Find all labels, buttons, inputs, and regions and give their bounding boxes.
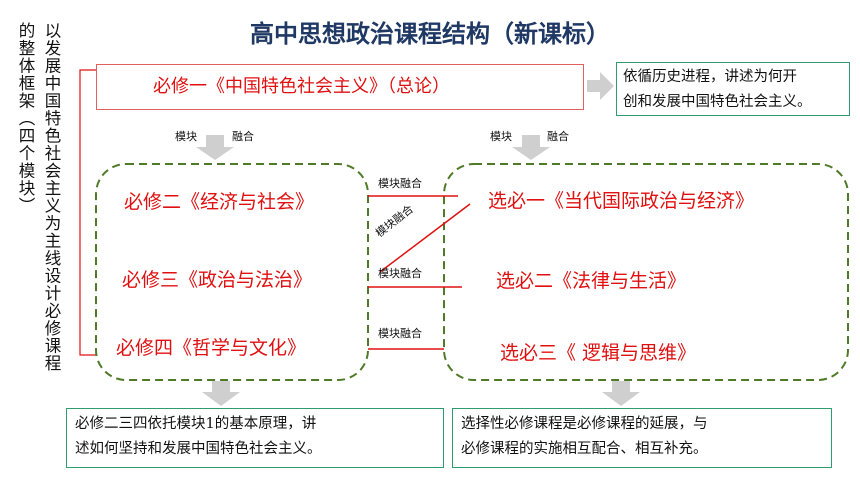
vertical-text-col1: 以发展中国特色社会主义为主线设计必修课程 <box>42 22 61 372</box>
required-course-2: 必修二《经济与社会》 <box>124 191 315 213</box>
down-arrow-left-bottom <box>202 381 240 406</box>
bottom-right-line2: 必修课程的实施相互配合、相互补充。 <box>461 441 708 457</box>
arrow-label-right-merge: 融合 <box>547 130 569 143</box>
top-note-line2: 创和发展中国特色社会主义。 <box>623 94 812 110</box>
required-group-border <box>95 163 369 381</box>
link-label-1: 模块融合 <box>378 177 422 190</box>
top-box-label: 必修一《中国特色社会主义》（总论） <box>153 76 450 97</box>
link-label-2: 模块融合 <box>378 267 422 280</box>
bottom-left-note: 必修二三四依托模块1的基本原理，讲 述如何坚持和发展中国特色社会主义。 <box>66 408 444 468</box>
elective-course-2: 选必二《法律与生活》 <box>496 270 687 292</box>
top-note-line1: 依循历史进程，讲述为何开 <box>623 69 797 85</box>
right-arrow-top <box>587 72 614 100</box>
elective-group-border <box>443 163 849 381</box>
link-line-diag <box>379 203 471 273</box>
bottom-left-line2: 述如何坚持和发展中国特色社会主义。 <box>75 441 322 457</box>
bottom-right-line1: 选择性必修课程是必修课程的延展，与 <box>461 416 708 432</box>
required-course-3: 必修三《政治与法治》 <box>122 269 313 291</box>
arrow-label-left-merge: 融合 <box>232 130 254 143</box>
page-title: 高中思想政治课程结构（新课标） <box>250 20 610 48</box>
down-arrow-right-top <box>512 135 550 160</box>
bottom-left-line1: 必修二三四依托模块1的基本原理，讲 <box>75 416 317 432</box>
elective-course-3: 选必三《 逻辑与思维》 <box>500 342 697 364</box>
link-label-3: 模块融合 <box>378 327 422 340</box>
arrow-label-left-module: 模块 <box>175 130 197 143</box>
left-bracket <box>79 69 96 356</box>
bottom-right-note: 选择性必修课程是必修课程的延展，与 必修课程的实施相互配合、相互补充。 <box>452 408 832 468</box>
required-course-4: 必修四《哲学与文化》 <box>116 337 307 359</box>
vertical-text-col2: 的整体框架（四个模块） <box>16 22 35 215</box>
top-box: 必修一《中国特色社会主义》（总论） <box>96 64 584 110</box>
elective-course-1: 选必一《当代国际政治与经济》 <box>488 190 755 212</box>
top-note: 依循历史进程，讲述为何开 创和发展中国特色社会主义。 <box>616 62 850 116</box>
down-arrow-right-bottom <box>602 381 640 406</box>
arrow-label-right-module: 模块 <box>490 130 512 143</box>
down-arrow-left-top <box>196 135 234 160</box>
